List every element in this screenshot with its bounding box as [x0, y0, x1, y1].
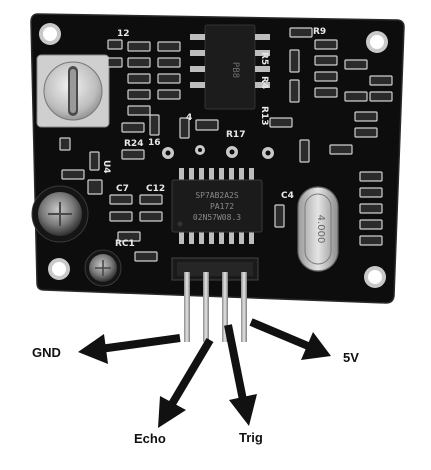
silk-label-4: 4: [186, 113, 192, 123]
pin-header: [171, 257, 259, 342]
crystal-oscillator: 4.000: [297, 186, 339, 272]
electrolytic-capacitor-large: [31, 185, 89, 243]
mounting-hole-top-left: [39, 23, 61, 45]
header-pin-gnd: [184, 272, 190, 342]
silkscreen-labels: 12 R9 R5 R4 R13 R17 R24 U4 C7 C12 C4 RC1…: [101, 27, 326, 249]
silk-label-12: 12: [117, 29, 130, 39]
silk-label-c12: C12: [146, 184, 165, 194]
top-ic-marking: PB8: [230, 62, 240, 78]
main-ic-chip: SP7AB2A2S PA172 02N57W08.3: [171, 168, 263, 244]
silk-label-rc1: RC1: [115, 239, 135, 249]
silk-label-r13: R13: [259, 106, 269, 125]
label-trig: Trig: [239, 430, 263, 445]
silk-label-u4: U4: [101, 160, 111, 174]
smd-component-array-left: [61, 149, 163, 262]
silk-label-r17: R17: [226, 130, 245, 140]
smd-component-array: [107, 39, 219, 139]
transistor: [59, 137, 103, 195]
silk-label-16: 16: [148, 138, 161, 148]
test-pads: [162, 145, 274, 159]
silk-label-c7: C7: [116, 184, 129, 194]
electrolytic-capacitor-small: [84, 249, 122, 287]
smd-component-array-right: [269, 27, 393, 246]
mounting-hole-top-right: [366, 31, 388, 53]
crystal-marking: 4.000: [315, 215, 326, 244]
arrow-gnd: [78, 334, 181, 364]
main-ic-marking-line3: 02N57W08.3: [193, 213, 241, 222]
top-ic-chip: PB8: [190, 24, 270, 110]
potentiometer: [36, 54, 110, 128]
main-ic-marking-line1: SP7AB2A2S: [195, 191, 239, 200]
header-pin-echo: [203, 272, 209, 342]
header-pin-trig: [222, 272, 228, 342]
arrow-5v: [249, 318, 331, 360]
main-ic-marking-line2: PA172: [210, 202, 234, 211]
mounting-hole-bottom-right: [364, 266, 386, 288]
arrow-trig: [224, 324, 257, 426]
label-gnd: GND: [32, 345, 61, 360]
arrow-echo: [158, 337, 214, 428]
silk-label-r24: R24: [124, 139, 143, 149]
silk-label-c4: C4: [281, 191, 294, 201]
silk-label-r5: R5: [259, 52, 269, 65]
header-pin-vcc: [241, 272, 247, 342]
label-echo: Echo: [134, 431, 166, 446]
silk-label-r4: R4: [259, 76, 269, 89]
silk-label-r9: R9: [313, 27, 326, 37]
label-5v: 5V: [343, 350, 359, 365]
mounting-hole-bottom-left: [48, 258, 70, 280]
